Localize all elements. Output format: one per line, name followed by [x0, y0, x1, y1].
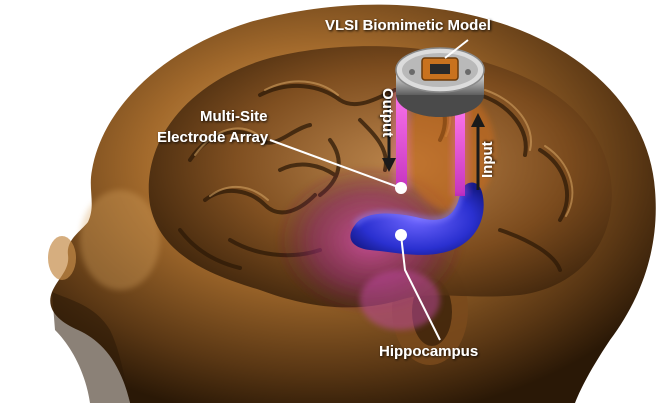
pink-glow-lower: [360, 270, 440, 330]
orange-region: [405, 90, 495, 210]
face-shadow: [52, 292, 130, 403]
electrode-callout-dot: [395, 182, 407, 194]
callout-lines: [269, 39, 469, 341]
input-arrow-icon: [471, 113, 485, 190]
output-arrow-icon: [382, 95, 396, 172]
electrode-array-label-line2: Electrode Array: [157, 129, 269, 146]
output-beam-glow: [392, 90, 411, 190]
hippocampus-callout-dot: [395, 229, 407, 241]
vlsi-model-label: VLSI Biomimetic Model: [325, 17, 491, 34]
hippocampus-glow: [352, 194, 463, 227]
input-label: Input: [479, 141, 496, 178]
cheek-highlight: [80, 190, 160, 290]
callout-line-electrode: [269, 139, 402, 189]
chip-device-icon: [395, 47, 485, 117]
callout-line-vlsi: [444, 39, 469, 59]
output-label: Output: [379, 88, 396, 137]
hippocampus-label: Hippocampus: [379, 343, 478, 360]
electrode-array-label-line1: Multi-Site: [200, 108, 268, 125]
callout-line-hippocampus: [400, 234, 441, 341]
input-beam-glow: [451, 108, 469, 196]
nose: [48, 236, 76, 280]
